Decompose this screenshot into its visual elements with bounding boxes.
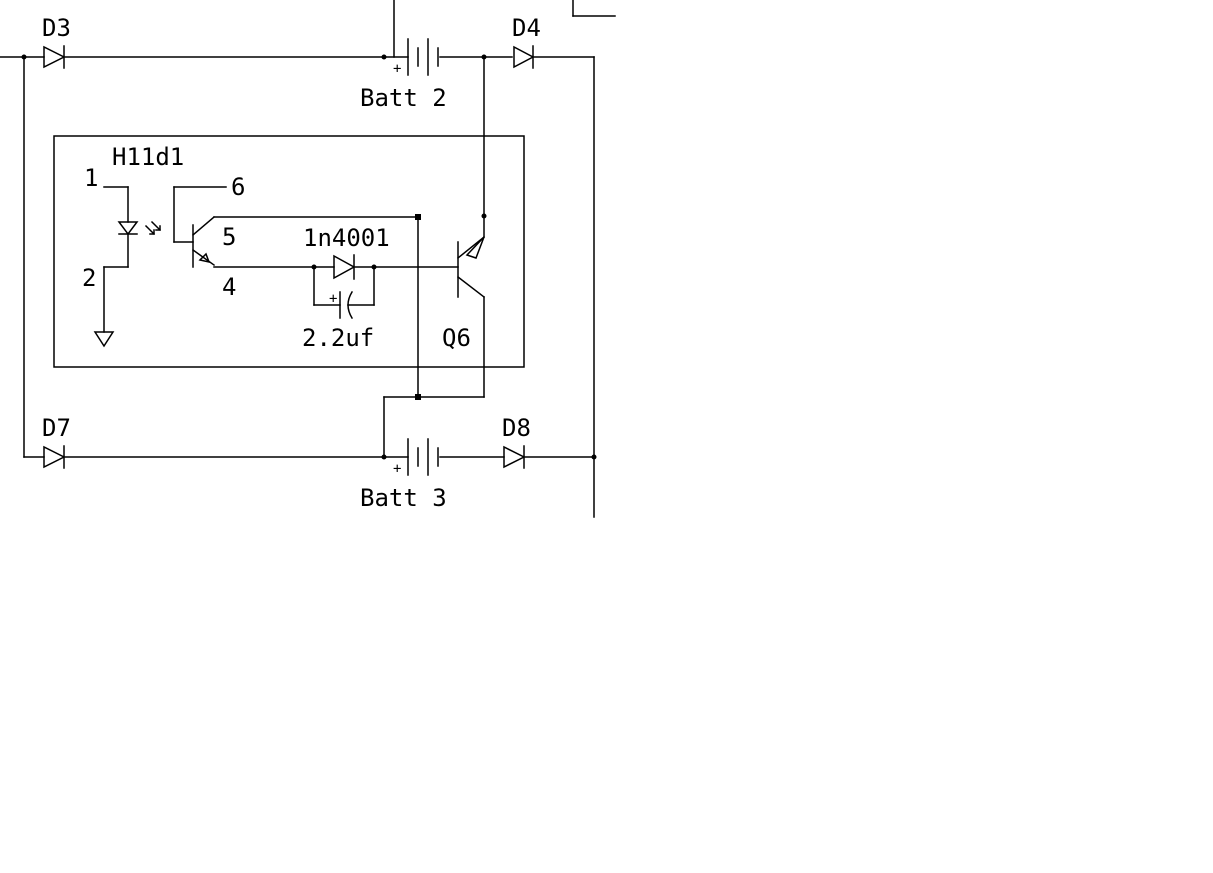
pin5-label: 5 [222, 223, 236, 251]
batt2-label: Batt 2 [360, 84, 447, 112]
top-rail [0, 0, 595, 60]
top-right-wire-fragment [572, 0, 616, 17]
h11d1-module-box [53, 135, 525, 368]
diode-d4 [513, 45, 535, 69]
diode-1n4001-label: 1n4001 [303, 224, 390, 252]
diode-1n4001 [311, 254, 459, 280]
batt3-plus-sign: + [393, 461, 401, 477]
d8-label: D8 [502, 414, 531, 442]
batt2-plus-sign: + [393, 61, 401, 77]
d7-label: D7 [42, 414, 71, 442]
pin1-label: 1 [84, 164, 98, 192]
battery-batt3 [407, 438, 439, 476]
diode-d8 [503, 445, 526, 469]
pin6-label: 6 [231, 173, 245, 201]
q6-label: Q6 [442, 324, 471, 352]
pin4-label: 4 [222, 273, 236, 301]
pin2-label: 2 [82, 264, 96, 292]
optocoupler-led [103, 186, 162, 333]
diode-d7 [43, 445, 66, 469]
transistor-q6 [456, 56, 487, 398]
batt3-label: Batt 3 [360, 484, 447, 512]
bottom-rail [23, 454, 597, 460]
collector-return-wire [383, 214, 485, 458]
d4-label: D4 [512, 14, 541, 42]
diode-d3 [43, 45, 66, 69]
capacitor-plus-sign: + [329, 291, 337, 307]
ground-symbol [93, 331, 115, 348]
h11d1-label: H11d1 [112, 143, 184, 171]
d3-label: D3 [42, 14, 71, 42]
capacitor-label: 2.2uf [302, 324, 374, 352]
battery-batt2 [407, 38, 439, 76]
capacitor-2-2uf [313, 266, 375, 320]
phototransistor [173, 186, 419, 268]
